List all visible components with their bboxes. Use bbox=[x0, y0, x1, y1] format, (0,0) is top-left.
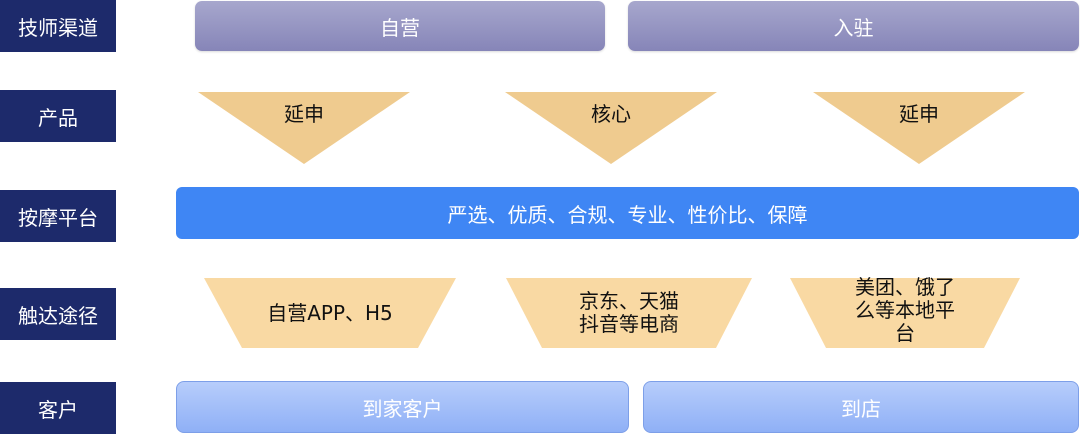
reach-trapezoid-shape bbox=[790, 278, 1020, 348]
reach-ecommerce: 京东、天猫 抖音等电商 bbox=[506, 278, 752, 348]
product-core: 核心 bbox=[505, 92, 717, 164]
reach-local-platform: 美团、饿了 么等本地平 台 bbox=[790, 275, 1020, 348]
reach-trapezoid-shape bbox=[204, 278, 456, 348]
product-extension-left-label: 延申 bbox=[284, 102, 324, 126]
reach-ecommerce-line1: 京东、天猫 bbox=[579, 289, 679, 313]
reach-trapezoid-shape bbox=[506, 278, 752, 348]
row-label-reach: 触达途径 bbox=[0, 288, 116, 340]
reach-local-platform-label: 美团、饿了 么等本地平 台 bbox=[790, 272, 1020, 348]
reach-self-app: 自营APP、H5 bbox=[204, 278, 456, 348]
platform-bar: 严选、优质、合规、专业、性价比、保障 bbox=[176, 187, 1079, 239]
product-triangle-shape bbox=[198, 92, 410, 164]
customer-in-store: 到店 bbox=[643, 381, 1079, 433]
row-label-customer: 客户 bbox=[0, 382, 116, 434]
reach-local-platform-line2: 么等本地平 bbox=[855, 297, 955, 322]
reach-local-platform-line3: 台 bbox=[895, 320, 915, 345]
customer-home: 到家客户 bbox=[176, 381, 629, 433]
product-triangle-shape bbox=[505, 92, 717, 164]
row-label-channel: 技师渠道 bbox=[0, 0, 116, 52]
product-triangle-shape bbox=[813, 92, 1025, 164]
row-label-product: 产品 bbox=[0, 90, 116, 142]
reach-ecommerce-line2: 抖音等电商 bbox=[579, 312, 679, 336]
product-extension-right: 延申 bbox=[813, 92, 1025, 164]
channel-self-operated: 自营 bbox=[195, 1, 605, 51]
reach-ecommerce-label: 京东、天猫 抖音等电商 bbox=[506, 278, 752, 348]
row-label-platform: 按摩平台 bbox=[0, 190, 116, 242]
product-extension-left: 延申 bbox=[198, 92, 410, 164]
product-extension-right-label: 延申 bbox=[899, 102, 939, 126]
reach-local-platform-line1: 美团、饿了 bbox=[855, 274, 955, 299]
reach-self-app-label: 自营APP、H5 bbox=[267, 300, 393, 325]
channel-settled-in: 入驻 bbox=[628, 1, 1079, 51]
product-core-label: 核心 bbox=[591, 102, 631, 126]
